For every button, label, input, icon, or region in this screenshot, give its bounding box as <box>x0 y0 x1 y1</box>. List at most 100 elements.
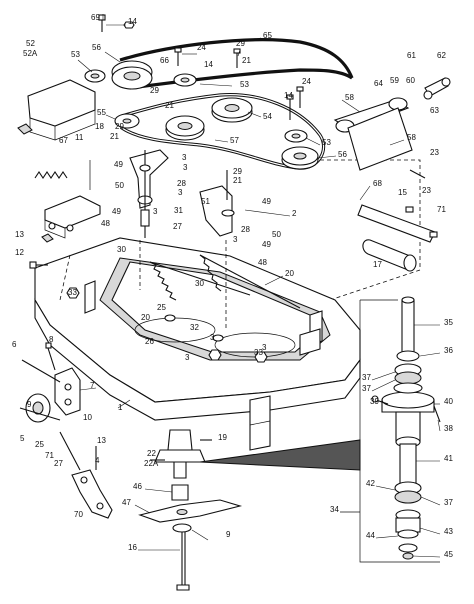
part-callout: 3 <box>233 235 238 244</box>
part-callout: 14 <box>128 17 137 26</box>
part-callout: 28 <box>241 225 250 234</box>
part-callout: 3 <box>185 353 190 362</box>
part-callout: 55 <box>97 108 106 117</box>
part-callout: 13 <box>97 436 106 445</box>
part-callout: 27 <box>54 459 63 468</box>
part-callout: 53 <box>71 50 80 59</box>
part-callout: 4 <box>95 456 100 465</box>
leader-lines <box>77 14 441 558</box>
part-callout: 3 <box>178 188 183 197</box>
part-callout: 39 <box>370 397 379 406</box>
spindle-detail-inset <box>199 296 441 563</box>
part-callout: 49 <box>262 240 271 249</box>
belt-drive-assembly <box>84 38 354 170</box>
part-callout: 19 <box>218 433 227 442</box>
part-callout: 52A <box>23 49 38 58</box>
part-callout: 50 <box>115 181 124 190</box>
part-callout: 50 <box>272 230 281 239</box>
part-callout: 56 <box>92 43 101 52</box>
part-callout: 24 <box>197 43 206 52</box>
part-callout: 1 <box>118 403 123 412</box>
part-callout: 45 <box>444 550 453 559</box>
part-callout: 63 <box>430 106 439 115</box>
part-callout: 30 <box>117 245 126 254</box>
part-callout: 29 <box>233 167 242 176</box>
part-callout: 47 <box>122 498 131 507</box>
idler-arm-assembly <box>34 149 235 243</box>
part-callout: 21 <box>165 101 174 110</box>
part-callout: 48 <box>101 219 110 228</box>
part-callout: 7 <box>90 381 95 390</box>
part-callout: 62 <box>437 51 446 60</box>
part-callout: 37 <box>362 384 371 393</box>
part-callout: 23 <box>430 148 439 157</box>
part-callout: 33 <box>68 288 77 297</box>
part-callout: 31 <box>174 206 183 215</box>
part-callout: 44 <box>366 531 375 540</box>
part-callout: 32 <box>190 323 199 332</box>
part-callout: 66 <box>160 56 169 65</box>
part-callout: 46 <box>133 482 142 491</box>
part-callout: 60 <box>406 76 415 85</box>
part-callout: 9 <box>226 530 231 539</box>
part-callout: 42 <box>366 479 375 488</box>
part-callout: 35 <box>444 318 453 327</box>
part-callout: 9 <box>27 400 32 409</box>
part-callout: 3 <box>183 163 188 172</box>
deck-hardware <box>29 261 268 363</box>
part-callout: 64 <box>374 79 383 88</box>
part-callout: 58 <box>407 133 416 142</box>
part-callout: 38 <box>444 424 453 433</box>
part-callout: 29 <box>150 86 159 95</box>
part-callout: 61 <box>407 51 416 60</box>
part-callout: 25 <box>35 440 44 449</box>
gauge-wheel-assembly <box>19 342 81 423</box>
part-callout: 3 <box>182 153 187 162</box>
part-callout: 70 <box>74 510 83 519</box>
part-callout: 20 <box>141 313 150 322</box>
part-callout: 22 <box>147 449 156 458</box>
part-callout: 20 <box>285 269 294 278</box>
part-callout: 40 <box>444 397 453 406</box>
bracket-70 <box>59 431 113 519</box>
part-callout: 6 <box>12 340 17 349</box>
part-callout: 49 <box>262 197 271 206</box>
part-callout: 22A <box>144 459 159 468</box>
part-callout: 37 <box>444 498 453 507</box>
part-callout: 16 <box>128 543 137 552</box>
part-callout: 26 <box>145 337 154 346</box>
part-callout: 58 <box>345 93 354 102</box>
part-callout: 59 <box>390 76 399 85</box>
part-callout: 3 <box>262 343 267 352</box>
part-callout: 29 <box>236 39 245 48</box>
part-callout: 8 <box>49 335 54 344</box>
part-callout: 69 <box>91 13 100 22</box>
part-callout: 56 <box>338 150 347 159</box>
part-callout: 52 <box>26 39 35 48</box>
part-callout: 5 <box>20 434 25 443</box>
part-callout: 71 <box>437 205 446 214</box>
part-callout: 41 <box>444 454 453 463</box>
part-callout: 13 <box>15 230 24 239</box>
part-callout: 37 <box>362 373 371 382</box>
part-callout: 15 <box>398 188 407 197</box>
part-callout: 2 <box>292 209 297 218</box>
belt-guard <box>17 79 96 141</box>
part-callout: 11 <box>75 133 84 142</box>
part-callout: 33 <box>254 348 263 357</box>
part-callout: 25 <box>157 303 166 312</box>
part-callout: 53 <box>322 138 331 147</box>
part-callout: 68 <box>373 179 382 188</box>
part-callout: 18 <box>95 122 104 131</box>
part-callout: 51 <box>201 197 210 206</box>
part-callout: 29 <box>115 122 124 131</box>
part-callout: 21 <box>110 132 119 141</box>
part-callout: 21 <box>242 56 251 65</box>
part-callout: 12 <box>15 248 24 257</box>
part-callout: 21 <box>233 176 242 185</box>
top-bolts <box>98 14 304 120</box>
part-callout: 48 <box>258 258 267 267</box>
part-callout: 43 <box>444 527 453 536</box>
roller-assembly <box>320 77 451 301</box>
